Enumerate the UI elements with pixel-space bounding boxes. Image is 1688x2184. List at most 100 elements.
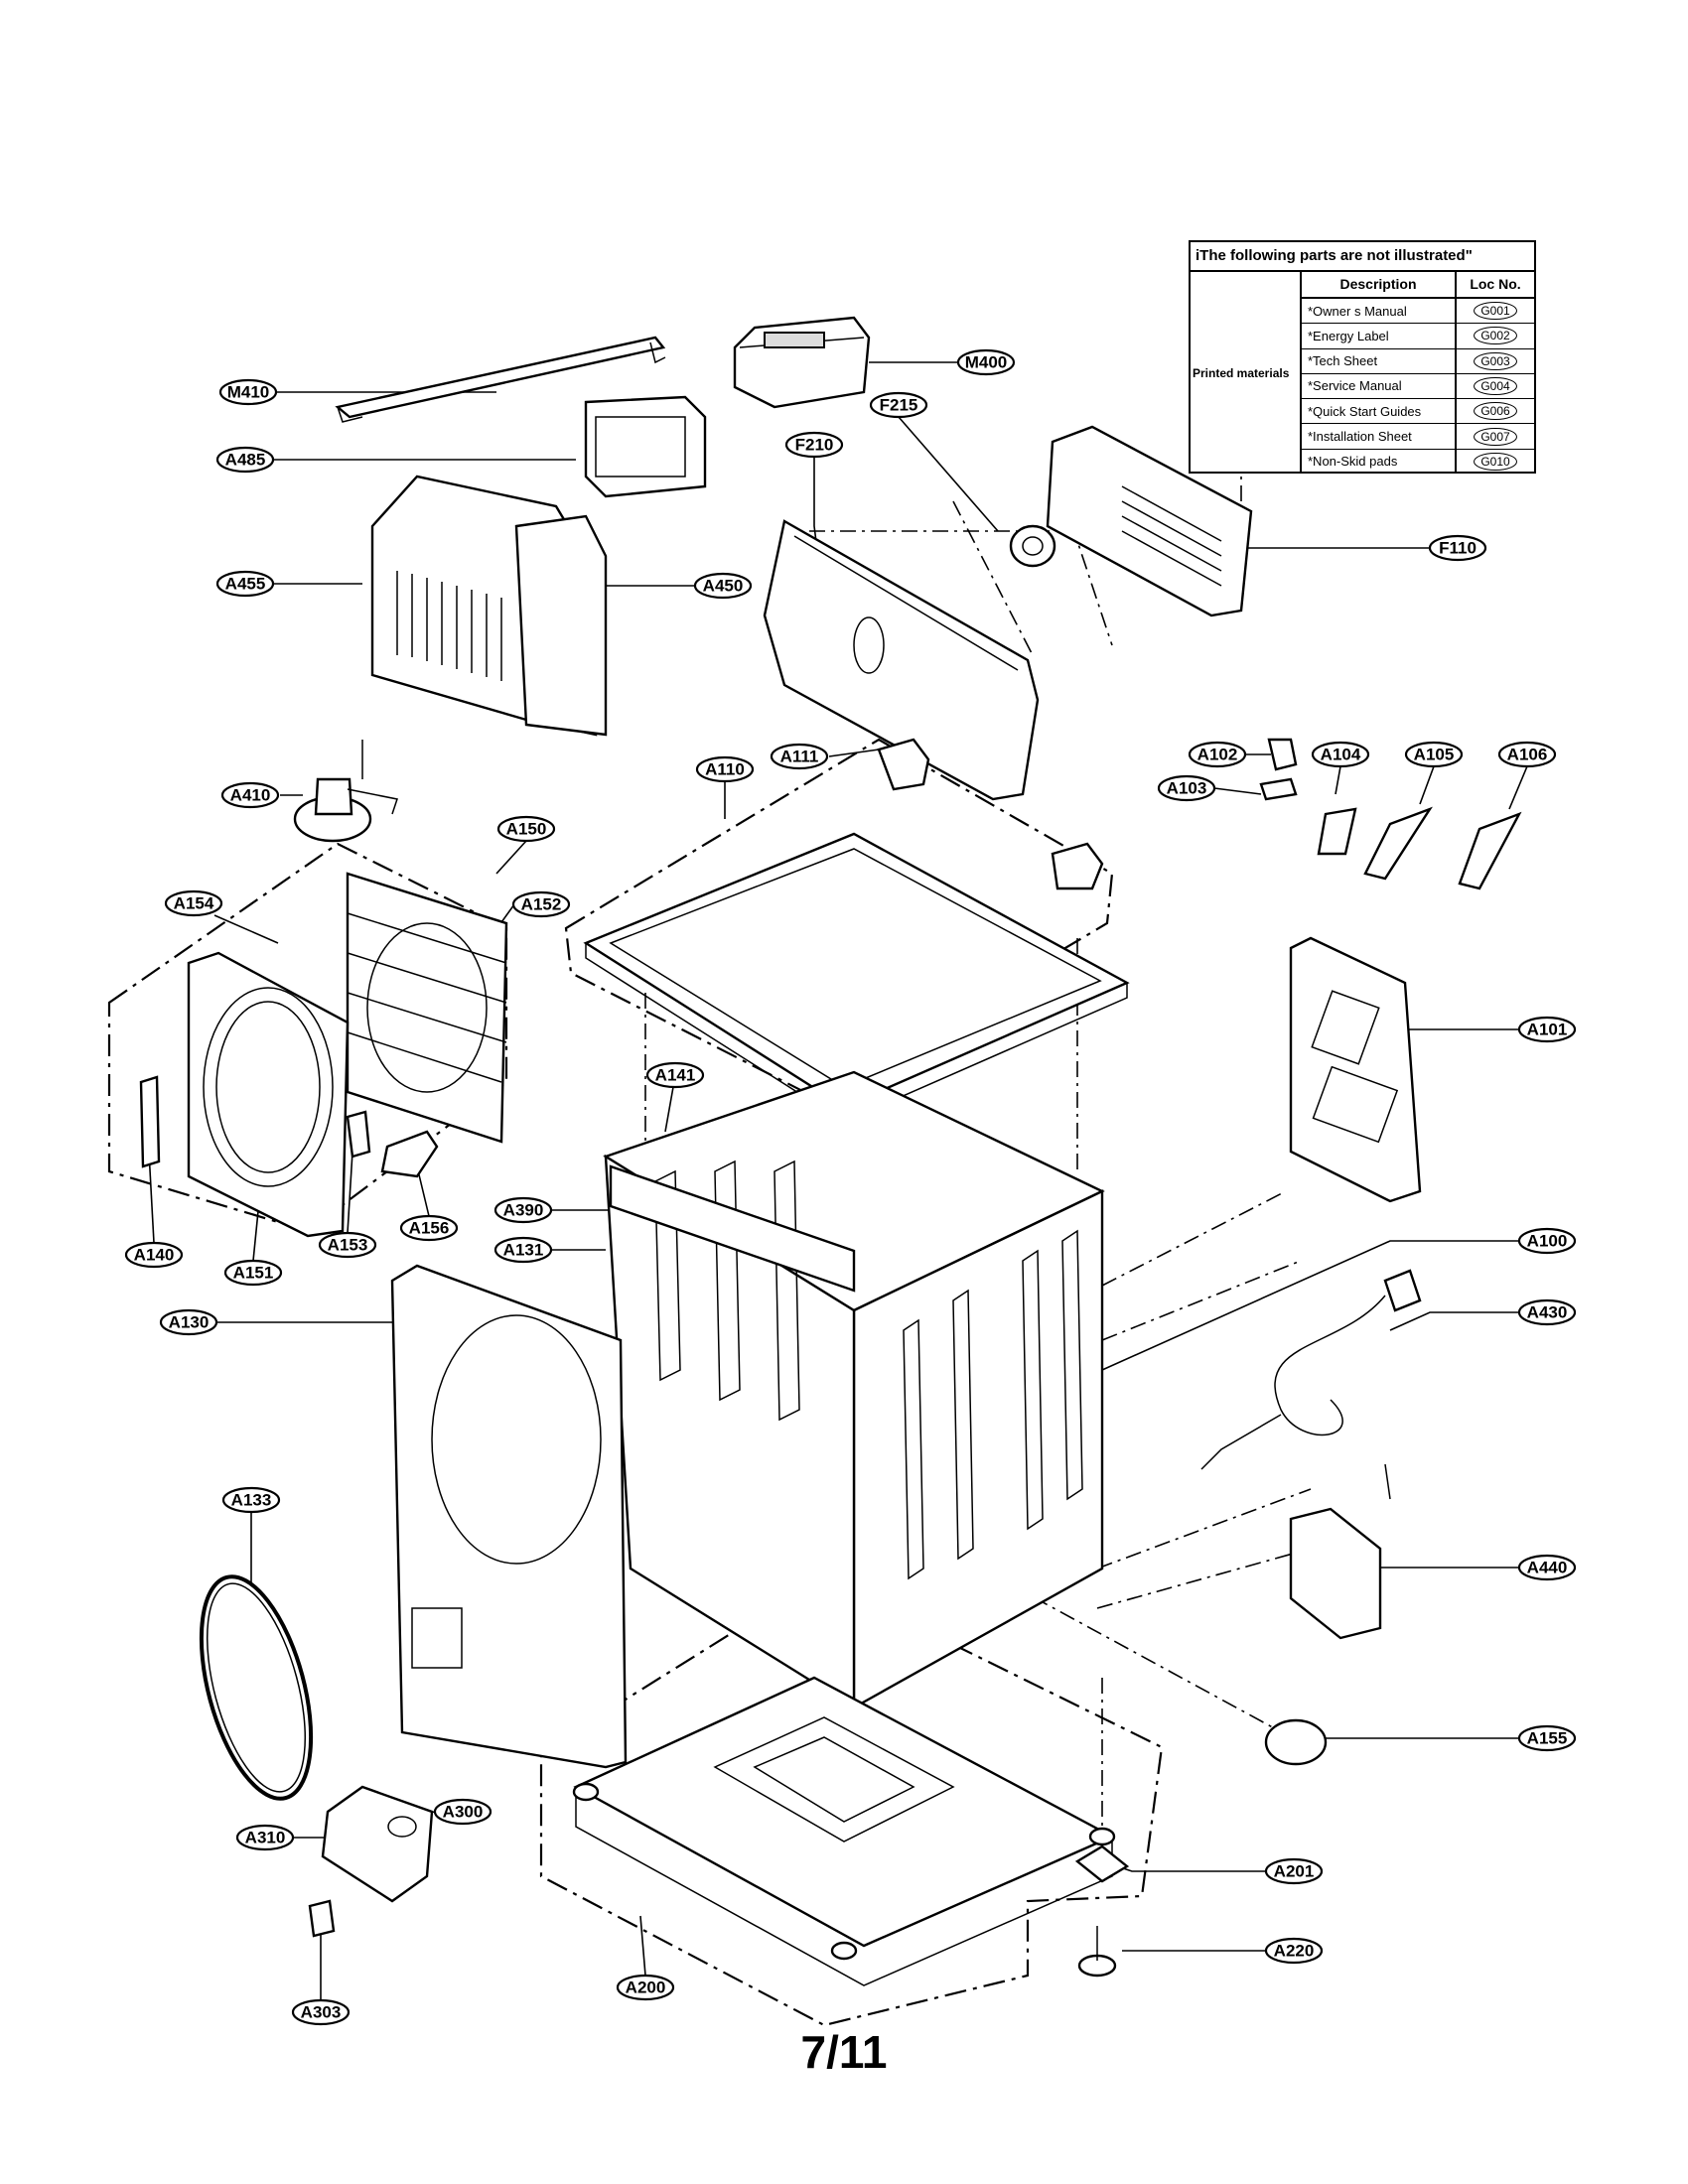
row-loc: G004: [1474, 376, 1517, 395]
row-loc: G001: [1474, 302, 1517, 321]
callout-a100: A100: [1517, 1227, 1577, 1255]
callout-a430: A430: [1517, 1298, 1577, 1326]
svg-text:F210: F210: [795, 436, 834, 455]
callout-a485: A485: [215, 446, 275, 474]
callout-a140: A140: [124, 1241, 184, 1269]
svg-text:A105: A105: [1414, 746, 1455, 764]
svg-text:A152: A152: [521, 895, 562, 914]
svg-text:A390: A390: [503, 1201, 544, 1220]
table-category: Printed materials: [1191, 272, 1302, 474]
callout-a111: A111: [770, 743, 829, 770]
callout-a106: A106: [1497, 741, 1557, 768]
svg-text:A130: A130: [169, 1313, 210, 1332]
table-row: *Quick Start Guides G006: [1302, 399, 1534, 425]
callout-a310: A310: [235, 1824, 295, 1851]
callout-m400: M400: [956, 348, 1016, 376]
callout-a133: A133: [221, 1486, 281, 1514]
table-row: *Service Manual G004: [1302, 373, 1534, 400]
svg-text:A100: A100: [1527, 1232, 1568, 1251]
page-number: 7/11: [800, 2026, 888, 2078]
callout-a150: A150: [496, 815, 556, 843]
svg-text:A101: A101: [1527, 1021, 1568, 1039]
row-description: *Energy Label: [1302, 324, 1457, 348]
callout-m410: M410: [218, 378, 278, 406]
callout-a390: A390: [493, 1196, 553, 1224]
svg-text:A450: A450: [703, 577, 744, 596]
callout-a110: A110: [695, 755, 755, 783]
svg-text:A140: A140: [134, 1246, 175, 1265]
callout-a151: A151: [223, 1259, 283, 1287]
assembly-outlines: [107, 452, 1312, 2027]
callout-a153: A153: [318, 1231, 377, 1259]
callout-a152: A152: [511, 890, 571, 918]
row-description: *Non-Skid pads: [1302, 449, 1457, 474]
callout-a154: A154: [164, 889, 223, 917]
svg-text:A485: A485: [225, 451, 266, 470]
callout-a440: A440: [1517, 1554, 1577, 1581]
callout-a200: A200: [616, 1974, 675, 2001]
svg-text:A150: A150: [506, 820, 547, 839]
svg-text:A110: A110: [705, 760, 745, 779]
table-row: *Installation Sheet G007: [1302, 424, 1534, 450]
svg-text:A131: A131: [503, 1241, 544, 1260]
table-title: iThe following parts are not illustrated…: [1191, 242, 1534, 272]
svg-text:A151: A151: [233, 1264, 274, 1283]
callout-a103: A103: [1157, 774, 1216, 802]
row-loc: G003: [1474, 351, 1517, 370]
header-loc: Loc No.: [1470, 276, 1521, 292]
svg-text:A141: A141: [655, 1066, 696, 1085]
svg-text:A200: A200: [626, 1979, 666, 1997]
table-row: *Energy Label G002: [1302, 324, 1534, 349]
row-description: *Quick Start Guides: [1302, 399, 1457, 424]
svg-text:A154: A154: [174, 894, 214, 913]
svg-text:M400: M400: [965, 353, 1008, 372]
svg-text:A102: A102: [1197, 746, 1238, 764]
callout-f210: F210: [784, 431, 844, 459]
callout-a131: A131: [493, 1236, 553, 1264]
svg-text:A103: A103: [1167, 779, 1207, 798]
svg-text:F110: F110: [1439, 539, 1477, 558]
row-description: *Owner s Manual: [1302, 299, 1457, 324]
callout-a303: A303: [291, 1998, 351, 2026]
svg-text:F215: F215: [880, 396, 918, 415]
svg-text:A111: A111: [780, 748, 819, 766]
svg-text:A153: A153: [328, 1236, 368, 1255]
callout-a155: A155: [1517, 1724, 1577, 1752]
svg-text:A440: A440: [1527, 1559, 1568, 1577]
callout-f215: F215: [869, 391, 928, 419]
svg-text:A201: A201: [1274, 1862, 1315, 1881]
callout-a220: A220: [1264, 1937, 1324, 1965]
row-description: *Service Manual: [1302, 373, 1457, 399]
callout-a101: A101: [1517, 1016, 1577, 1043]
callout-a141: A141: [645, 1061, 705, 1089]
row-description: *Installation Sheet: [1302, 424, 1457, 449]
callout-f110: F110: [1428, 534, 1487, 562]
row-description: *Tech Sheet: [1302, 348, 1457, 373]
row-loc: G007: [1474, 427, 1517, 446]
row-loc: G010: [1474, 452, 1517, 471]
callout-a201: A201: [1264, 1857, 1324, 1885]
callout-a102: A102: [1188, 741, 1247, 768]
table-header: Description Loc No.: [1302, 272, 1534, 299]
svg-text:A410: A410: [230, 786, 271, 805]
svg-text:A156: A156: [409, 1219, 450, 1238]
svg-text:A430: A430: [1527, 1303, 1568, 1322]
svg-text:A300: A300: [443, 1803, 484, 1822]
svg-text:A106: A106: [1507, 746, 1548, 764]
svg-text:A133: A133: [231, 1491, 272, 1510]
not-illustrated-parts-table: iThe following parts are not illustrated…: [1189, 240, 1536, 474]
callout-a300: A300: [433, 1798, 492, 1826]
row-loc: G006: [1474, 402, 1517, 421]
row-loc: G002: [1474, 327, 1517, 345]
svg-text:A220: A220: [1274, 1942, 1315, 1961]
callout-labels: M410 M400 A485 F215 F210 A455 A450 F110 …: [124, 348, 1577, 2026]
callout-a105: A105: [1404, 741, 1464, 768]
header-description: Description: [1302, 272, 1457, 297]
parts: [139, 316, 1522, 1986]
callout-a104: A104: [1311, 741, 1370, 768]
svg-text:A104: A104: [1321, 746, 1361, 764]
table-row: *Owner s Manual G001: [1302, 299, 1534, 325]
callout-a450: A450: [693, 572, 753, 600]
callout-a455: A455: [215, 570, 275, 598]
